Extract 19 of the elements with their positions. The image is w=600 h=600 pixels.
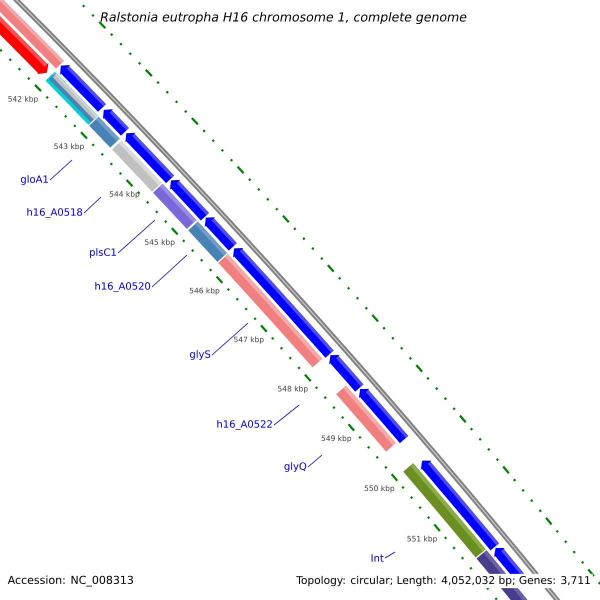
- gene-label: h16_A0520: [95, 282, 150, 292]
- title: Ralstonia eutropha H16 chromosome 1, complete genome: [100, 12, 466, 24]
- gene-label: glyS: [190, 350, 210, 360]
- gene-label: plsC1: [90, 248, 116, 258]
- leader-line: [384, 552, 396, 558]
- gene-label: gloA1: [20, 175, 48, 185]
- leader-line: [84, 196, 102, 214]
- leader-line: [118, 220, 156, 254]
- leader-line: [274, 404, 300, 426]
- leader-line: [308, 454, 322, 468]
- gene-label: Int: [372, 554, 384, 562]
- leader-line: [212, 322, 248, 356]
- genome-stats-text: Topology: circular; Length: 4,052,032 bp; Genes: 3,711: [294, 574, 593, 588]
- gene-label: h16_A0518: [27, 208, 82, 218]
- gene-label: h16_A0522: [217, 420, 272, 430]
- accession-text: Accession: NC_008313: [8, 576, 133, 586]
- leader-line: [50, 160, 72, 180]
- leader-line: [152, 254, 188, 288]
- gene-label: glyQ: [284, 462, 306, 472]
